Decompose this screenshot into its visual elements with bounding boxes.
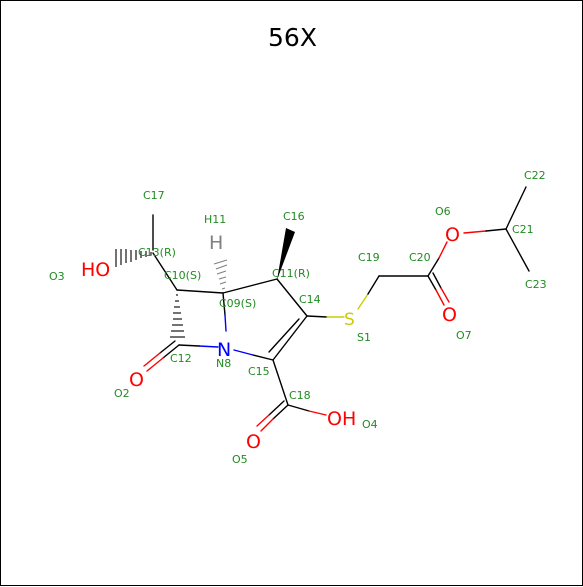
bond-n8-c15-black (252, 354, 274, 361)
molecule-title: 56X (268, 23, 317, 52)
atom-o6: O (445, 224, 460, 246)
label-n8: N8 (216, 357, 231, 370)
bond-c18-o4 (287, 404, 310, 412)
atom-o7: O (442, 304, 457, 326)
label-c20: C20 (409, 251, 431, 264)
label-c12: C12 (170, 352, 192, 365)
label-c18: C18 (289, 389, 311, 402)
bond-o6-c21-black (485, 228, 507, 232)
bond-c12-o2-b-red (143, 352, 161, 367)
bond-n8-c12 (198, 345, 219, 348)
label-h11: H11 (204, 213, 226, 226)
bond-s1-c19-black (367, 275, 380, 295)
label-c15: C15 (248, 365, 270, 378)
label-o7: O7 (456, 329, 472, 342)
atom-o5: O (246, 431, 261, 453)
label-c16: C16 (283, 210, 305, 223)
label-s1: S1 (357, 331, 371, 344)
label-c22: C22 (524, 169, 546, 182)
bond-c20-o6 (427, 257, 440, 277)
label-c13: C13(R) (138, 246, 176, 259)
bond-n8-c12-black (178, 344, 200, 347)
label-c17: C17 (143, 189, 165, 202)
bond-c14-c15-b (268, 318, 300, 353)
hashed-wedge-c10-c12 (170, 294, 185, 338)
bond-c12-o2-b (159, 340, 176, 354)
atom-o2: O (129, 369, 144, 391)
label-o2: O2 (114, 387, 130, 400)
atom-o4: OH (327, 408, 356, 430)
bond-c10-c09 (176, 289, 224, 294)
bond-s1-c19 (357, 293, 369, 310)
bond-c18-o4-red (308, 410, 327, 416)
label-c11: C11(R) (272, 267, 310, 280)
bond-c13-c10 (152, 252, 178, 291)
bond-c18-o5-a-red (260, 418, 274, 432)
solid-wedge-c11-c16 (277, 228, 295, 280)
bond-c11-c14 (276, 278, 308, 317)
bond-c18-o5-a (272, 404, 289, 420)
label-c21: C21 (512, 223, 534, 236)
bond-o6-c21 (463, 230, 487, 234)
bond-n8-c15 (233, 349, 254, 356)
bond-c20-o7-a (427, 275, 437, 291)
bond-c09-n8-blue (224, 314, 227, 332)
label-o4: O4 (362, 418, 378, 431)
bond-c15-c18 (272, 359, 289, 406)
atom-symbols: HO O N O OH S O O H (81, 224, 460, 453)
label-o5: O5 (232, 453, 248, 466)
bond-c18-o5-b-red (256, 414, 270, 427)
label-o6: O6 (435, 205, 451, 218)
hashed-wedge-c13-o3 (115, 249, 152, 267)
bond-c21-c22 (505, 186, 527, 230)
bond-c09-n8 (222, 292, 226, 316)
bond-c20-o7-b-red (440, 287, 450, 303)
atom-h11: H (209, 232, 223, 254)
bond-group (143, 186, 530, 432)
bond-c12-o2-a-red (146, 357, 164, 372)
bond-c09-c11 (222, 278, 278, 294)
label-c09: C09(S) (219, 297, 256, 310)
bond-c21-c23 (505, 228, 530, 272)
atom-labels: C17 C13(R) O3 C10(S) H11 C16 C11(R) C09(… (49, 169, 547, 466)
label-c10: C10(S) (164, 269, 201, 282)
atom-o3: HO (81, 259, 110, 281)
bond-c20-o7-a-red (435, 289, 445, 306)
hashed-wedge-c09-h11 (213, 259, 228, 290)
label-c14: C14 (299, 293, 321, 306)
bond-c20-o7-b (432, 272, 442, 289)
bond-c14-c15-a (272, 315, 308, 361)
bond-c18-o5-b (268, 400, 285, 416)
atom-n8: N (217, 339, 231, 361)
label-c23: C23 (525, 278, 547, 291)
bond-c14-s1 (306, 315, 328, 318)
bond-c20-o6-red (438, 241, 448, 259)
atom-s1: S (344, 310, 355, 330)
bond-c12-o2-a (162, 344, 180, 359)
label-o3: O3 (49, 270, 65, 283)
label-c19: C19 (358, 251, 380, 264)
